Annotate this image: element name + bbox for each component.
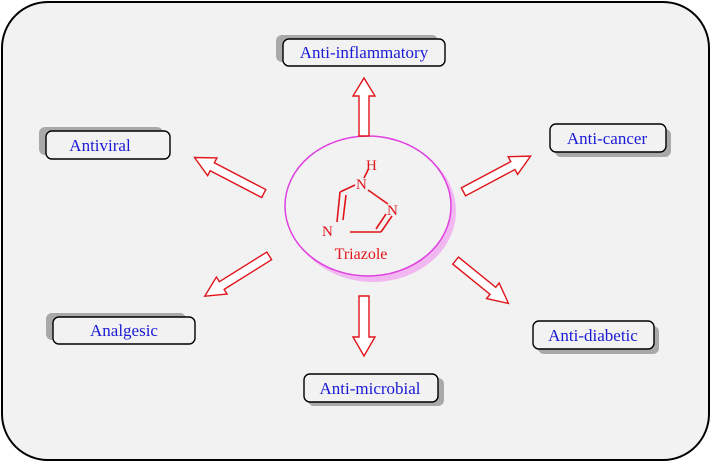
atom-h: H	[366, 158, 377, 174]
arrow-to-anti-cancer	[460, 155, 532, 197]
box	[45, 130, 171, 160]
arrow-to-anti-microbial	[351, 295, 377, 358]
activity-anti-cancer: Anti-cancer	[549, 123, 671, 157]
box	[549, 123, 667, 153]
arrow-to-antiviral	[193, 156, 267, 199]
activity-anti-diabetic: Anti-diabetic	[532, 320, 659, 354]
box	[532, 320, 655, 350]
activity-label: Anti-inflammatory	[300, 43, 429, 62]
arrow-to-anti-inflammatory	[351, 76, 377, 137]
activity-label: Anti-cancer	[567, 129, 648, 148]
triazole-node: H N N N Triazole	[284, 135, 456, 282]
center-label: Triazole	[335, 246, 388, 263]
activity-analgesic: Analgesic	[46, 313, 196, 345]
activity-label: Anti-microbial	[319, 379, 420, 398]
triazole-structure	[336, 169, 393, 233]
box	[282, 38, 446, 67]
activity-label: Antiviral	[69, 136, 131, 155]
arrow-to-anti-diabetic	[451, 256, 510, 305]
atom-n4: N	[322, 224, 333, 240]
activity-antiviral: Antiviral	[39, 127, 171, 160]
activity-anti-microbial: Anti-microbial	[303, 373, 444, 406]
activity-label: Analgesic	[90, 321, 158, 340]
atom-n1: N	[356, 177, 367, 193]
atom-n2: N	[387, 203, 398, 219]
box	[52, 316, 196, 345]
arrows	[193, 76, 532, 358]
box	[303, 373, 439, 403]
arrow-to-analgesic	[203, 251, 273, 297]
activity-label: Anti-diabetic	[548, 326, 638, 345]
activity-anti-inflammatory: Anti-inflammatory	[276, 35, 446, 67]
